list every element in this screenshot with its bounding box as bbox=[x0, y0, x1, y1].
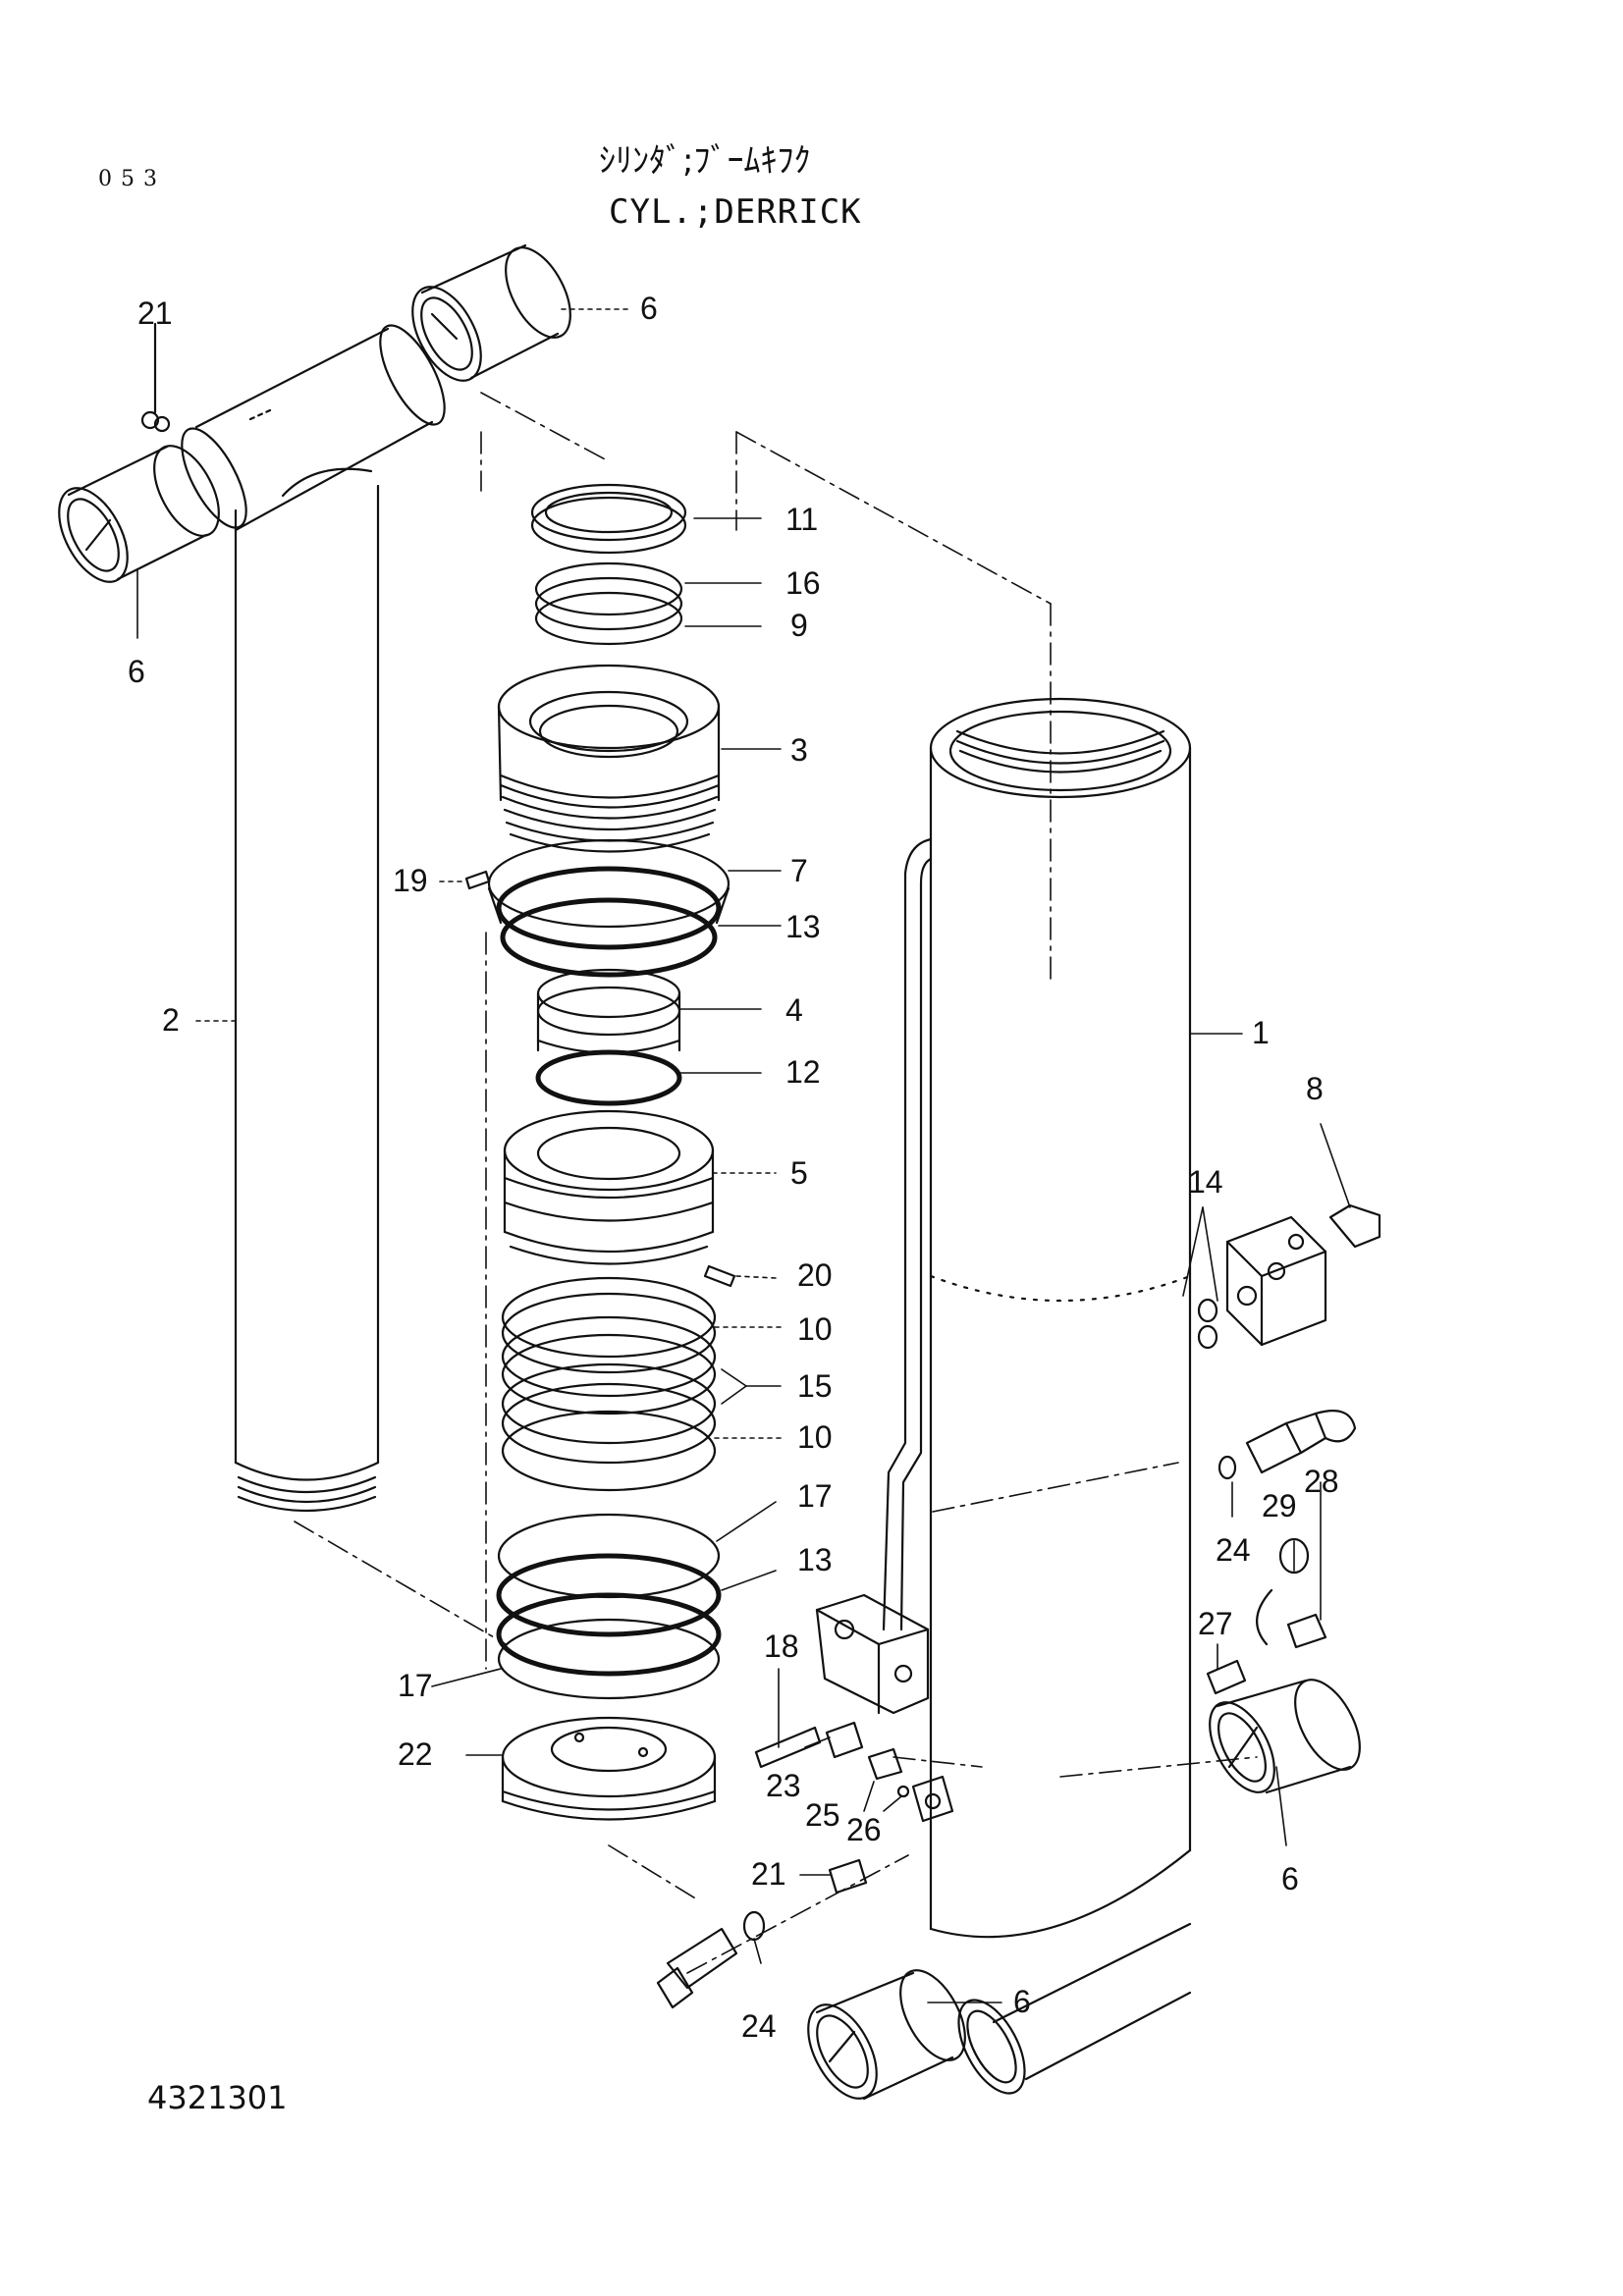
callout: 17 bbox=[398, 1668, 433, 1703]
callout: 29 bbox=[1262, 1488, 1297, 1523]
callout: 6 bbox=[128, 654, 145, 689]
grease-nipple-upper bbox=[140, 322, 171, 433]
rings-17-13 bbox=[496, 1513, 722, 1700]
title-japanese: ｼﾘﾝﾀﾞ;ﾌﾞｰﾑｷﾌｸ bbox=[599, 141, 811, 181]
valve-block bbox=[815, 1593, 954, 1823]
callout: 3 bbox=[790, 732, 808, 768]
setscrew-20 bbox=[703, 1264, 736, 1288]
callout: 27 bbox=[1198, 1606, 1233, 1641]
callout: 25 bbox=[805, 1797, 840, 1833]
cylinder-clevis bbox=[957, 1922, 1192, 2095]
callout-labels: 21 6 6 11 16 9 3 19 7 13 2 4 12 5 1 8 14… bbox=[128, 291, 1339, 2044]
rings-10-15 bbox=[501, 1276, 717, 1492]
callout: 16 bbox=[785, 565, 821, 601]
bushing-lower-right bbox=[1209, 1679, 1361, 1794]
cylinder-tube bbox=[882, 697, 1192, 1939]
callout: 2 bbox=[162, 1002, 180, 1038]
callout: 10 bbox=[797, 1419, 833, 1455]
leader-lines bbox=[136, 308, 1351, 2003]
callout: 11 bbox=[785, 502, 818, 537]
setscrew-19 bbox=[464, 870, 491, 890]
fitting-24-lower bbox=[656, 1910, 766, 2009]
callout: 19 bbox=[393, 863, 428, 898]
callout: 9 bbox=[790, 608, 808, 643]
callout: 23 bbox=[766, 1768, 801, 1803]
callout: 21 bbox=[137, 295, 173, 331]
piston-5 bbox=[503, 1109, 715, 1265]
callout: 21 bbox=[751, 1856, 786, 1892]
o-rings-14 bbox=[1197, 1298, 1218, 1350]
callout: 22 bbox=[398, 1736, 433, 1772]
callout: 13 bbox=[797, 1542, 833, 1577]
fitting-27 bbox=[1206, 1659, 1247, 1695]
fitting-29-28 bbox=[1256, 1537, 1327, 1649]
callout: 12 bbox=[785, 1054, 821, 1090]
piston-nut-22 bbox=[501, 1716, 717, 1821]
ring-7-13 bbox=[487, 838, 730, 978]
callout: 1 bbox=[1252, 1015, 1270, 1050]
page-number: 053 bbox=[98, 167, 166, 191]
ring-11 bbox=[530, 483, 687, 555]
callout: 26 bbox=[846, 1812, 882, 1847]
fitting-upper bbox=[1217, 1410, 1357, 1480]
callout: 28 bbox=[1304, 1464, 1339, 1499]
callout: 7 bbox=[790, 853, 808, 888]
title-english: CYL.;DERRICK bbox=[609, 192, 862, 232]
callout: 18 bbox=[764, 1629, 799, 1664]
piston-rod bbox=[181, 324, 446, 1513]
fitting-21-lower bbox=[828, 1858, 868, 1895]
callout: 14 bbox=[1188, 1164, 1223, 1200]
callout: 6 bbox=[1281, 1861, 1299, 1896]
bushing-lower-left bbox=[807, 1969, 966, 2101]
center-lines bbox=[294, 392, 1258, 1974]
callout: 8 bbox=[1306, 1071, 1324, 1106]
bushing-upper-right bbox=[411, 243, 571, 382]
gland-3 bbox=[497, 664, 721, 853]
ring-16-9 bbox=[534, 561, 683, 646]
fittings-18-23-25 bbox=[754, 1721, 910, 1798]
callout: 5 bbox=[790, 1155, 808, 1191]
callout: 6 bbox=[1013, 1984, 1031, 2019]
callout: 13 bbox=[785, 909, 821, 944]
bushing-4-12 bbox=[535, 968, 682, 1106]
drawing-number: 4321301 bbox=[147, 2079, 288, 2116]
manifold-block bbox=[1225, 1203, 1381, 1347]
bushing-upper-left bbox=[58, 445, 220, 583]
callout: 24 bbox=[741, 2008, 777, 2044]
callout: 24 bbox=[1216, 1532, 1251, 1568]
callout: 4 bbox=[785, 992, 803, 1028]
callout: 17 bbox=[797, 1478, 833, 1514]
callout: 6 bbox=[640, 291, 658, 326]
callout: 10 bbox=[797, 1311, 833, 1347]
callout: 20 bbox=[797, 1257, 833, 1293]
callout: 15 bbox=[797, 1368, 833, 1404]
